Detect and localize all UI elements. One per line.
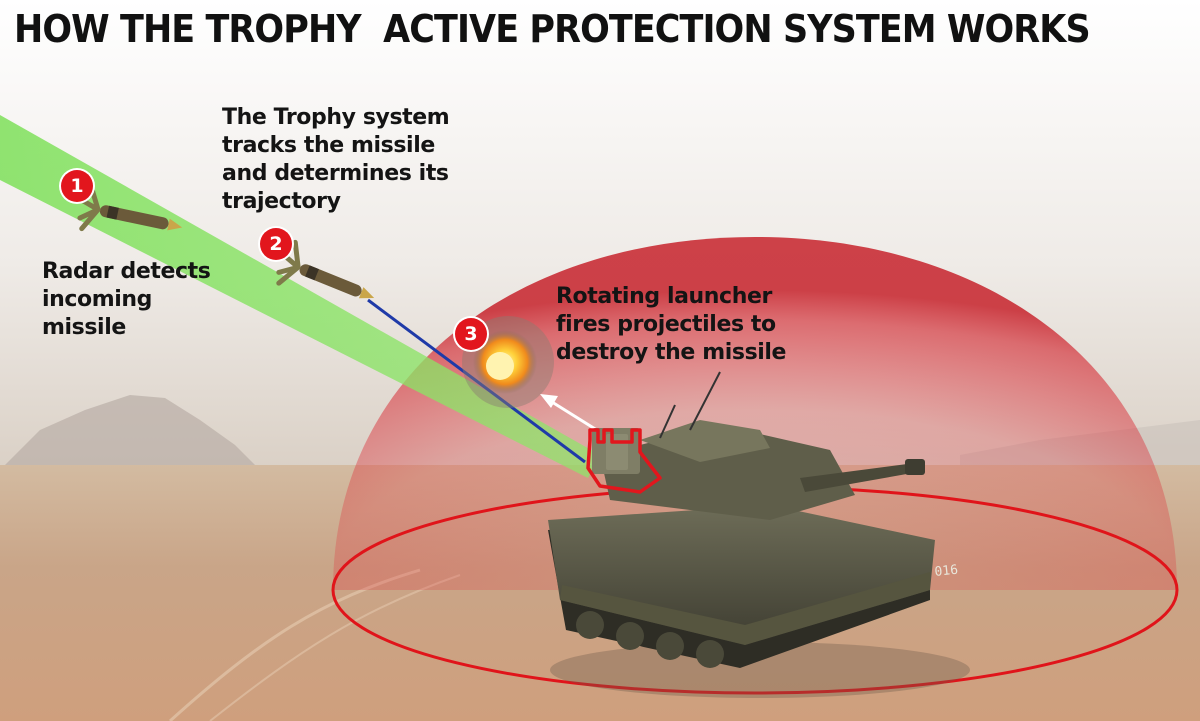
page-title: HOW THE TROPHY ACTIVE PROTECTION SYSTEM …	[14, 7, 1091, 51]
missile-icon	[276, 239, 375, 299]
step-1-label: Radar detects incoming missile	[42, 258, 211, 342]
step-2-line: The Trophy system	[222, 105, 450, 130]
merkava-tank	[548, 371, 970, 698]
distant-mountain	[0, 395, 260, 470]
step-2-badge: 2	[260, 228, 292, 260]
tank-hull-number: 016	[934, 563, 959, 580]
step-2-line: trajectory	[222, 189, 341, 214]
launcher-highlight	[586, 428, 662, 494]
step-3-label: Rotating launcher fires projectiles to d…	[556, 283, 786, 367]
step-2-line: tracks the missile	[222, 133, 435, 158]
step-3-badge: 3	[455, 318, 487, 350]
step-1-line: Radar detects	[42, 259, 211, 284]
step-1-line: missile	[42, 315, 126, 340]
radar-beam	[0, 115, 600, 478]
step-3-line: destroy the missile	[556, 340, 787, 365]
projectile-arrow-icon	[540, 394, 601, 434]
step-3-line: fires projectiles to	[556, 312, 776, 337]
missile-icon	[77, 183, 183, 232]
step-1-line: incoming	[42, 287, 153, 312]
step-2-label: The Trophy system tracks the missile and…	[222, 104, 450, 216]
step-2-line: and determines its	[222, 161, 449, 186]
tracking-line	[367, 298, 586, 464]
step-1-badge: 1	[61, 170, 93, 202]
step-3-line: Rotating launcher	[556, 284, 772, 309]
